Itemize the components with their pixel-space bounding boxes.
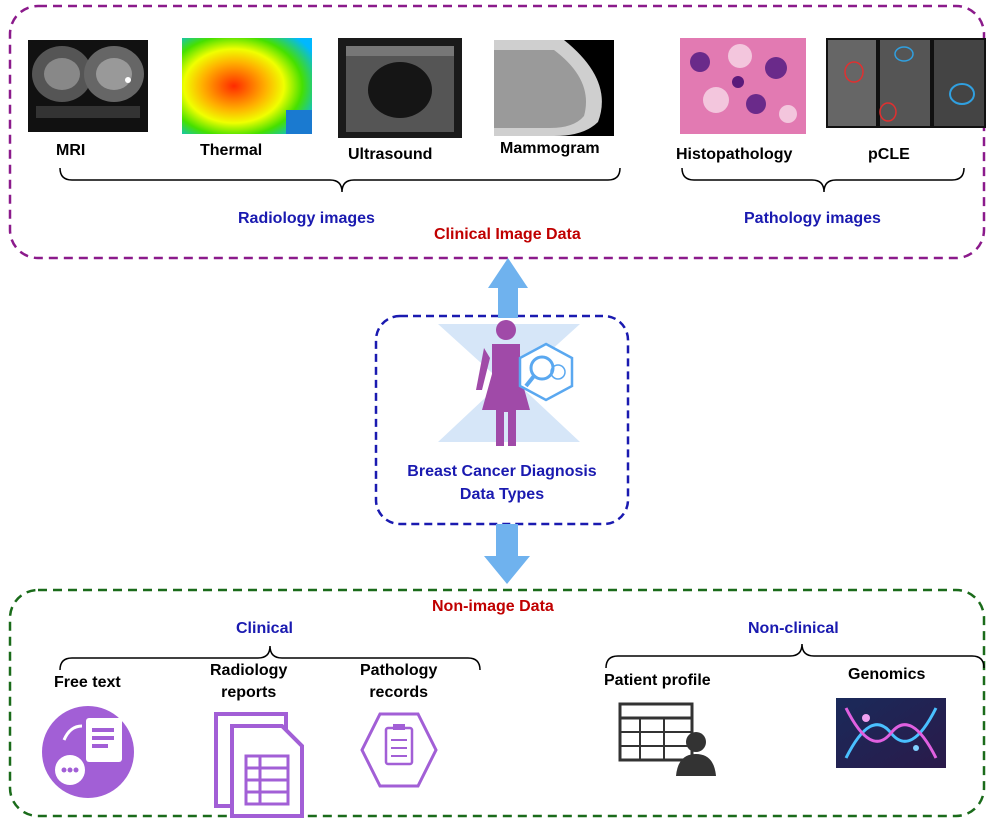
pcle-image [826, 38, 986, 128]
radiology-reports-icon [214, 712, 304, 818]
magnifier-hexagon-icon [518, 342, 574, 402]
label-pathology-records: Pathology records [360, 660, 437, 704]
non-clinical-brace [605, 643, 985, 669]
label-histopathology: Histopathology [676, 146, 793, 163]
mri-image [28, 40, 148, 132]
non-image-container [8, 588, 986, 818]
up-arrow [488, 258, 528, 318]
mammogram-image [494, 40, 614, 136]
free-text-icon [42, 706, 134, 798]
clinical-image-title: Clinical Image Data [434, 226, 581, 243]
down-arrow [484, 524, 530, 584]
clinical-brace [59, 645, 481, 671]
label-ultrasound: Ultrasound [348, 146, 433, 163]
histopathology-image [680, 38, 806, 134]
label-pcle: pCLE [868, 146, 910, 163]
label-radiology-reports-line2: reports [221, 684, 277, 701]
non-clinical-group-label: Non-clinical [748, 620, 839, 637]
ultrasound-image [338, 38, 462, 138]
label-free-text: Free text [54, 674, 121, 691]
radiology-brace [59, 167, 621, 193]
patient-profile-icon [618, 702, 716, 776]
label-patient-profile: Patient profile [604, 672, 711, 689]
diagnosis-figure [438, 320, 580, 446]
label-pathology-records-line2: records [369, 684, 429, 701]
non-image-title: Non-image Data [432, 598, 554, 615]
pathology-records-icon [360, 712, 438, 788]
center-title-line2: Data Types [459, 486, 545, 503]
pathology-group-label: Pathology images [744, 210, 881, 227]
label-pathology-records-line1: Pathology [360, 662, 438, 679]
label-mri: MRI [56, 142, 86, 159]
pathology-brace [681, 167, 965, 193]
label-genomics: Genomics [848, 666, 926, 683]
woman-figure-icon [476, 320, 530, 446]
center-title: Breast Cancer Diagnosis Data Types [376, 460, 628, 506]
label-radiology-reports: Radiology reports [210, 660, 287, 704]
label-mammogram: Mammogram [500, 140, 600, 157]
thermal-image [182, 38, 312, 134]
label-thermal: Thermal [200, 142, 263, 159]
clinical-image-container [8, 4, 986, 260]
center-title-line1: Breast Cancer Diagnosis [407, 463, 597, 480]
genomics-image [836, 698, 946, 768]
label-radiology-reports-line1: Radiology [210, 662, 288, 679]
clinical-group-label: Clinical [236, 620, 293, 637]
radiology-group-label: Radiology images [238, 210, 375, 227]
